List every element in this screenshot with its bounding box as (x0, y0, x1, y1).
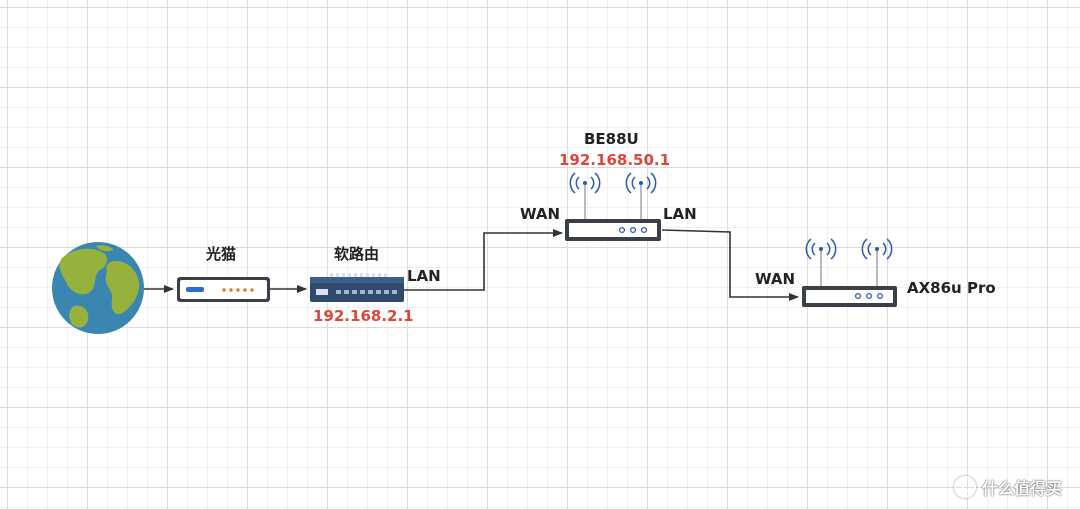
be88u-wan-label: WAN (520, 205, 561, 223)
link-softrouter-be88u (404, 229, 563, 291)
watermark: 什么值得买 (953, 475, 1062, 499)
wifi-signal-icon (861, 238, 893, 260)
watermark-logo-icon (953, 476, 976, 498)
internet-globe-icon (52, 242, 144, 334)
wifi-signal-icon (805, 238, 837, 260)
be88u-router-device (565, 184, 661, 241)
soft-router-lan-label: LAN (407, 267, 441, 285)
wifi-signal-icon (625, 172, 657, 194)
link-be88u-ax86u (661, 229, 799, 301)
wifi-signal-icon (569, 172, 601, 194)
be88u-lan-label: LAN (663, 205, 697, 223)
be88u-label: BE88U (584, 130, 639, 148)
ax86u-pro-label: AX86u Pro (907, 279, 996, 297)
soft-router-ip: 192.168.2.1 (313, 307, 414, 325)
ax86u-pro-router-device (802, 250, 897, 307)
modem-label: 光猫 (206, 245, 237, 263)
watermark-text: 什么值得买 (981, 479, 1062, 498)
ax86u-wan-label: WAN (755, 270, 796, 288)
soft-router-device (310, 273, 404, 302)
soft-router-label: 软路由 (334, 245, 380, 263)
optical-modem-device (177, 277, 270, 302)
be88u-ip: 192.168.50.1 (559, 151, 671, 169)
